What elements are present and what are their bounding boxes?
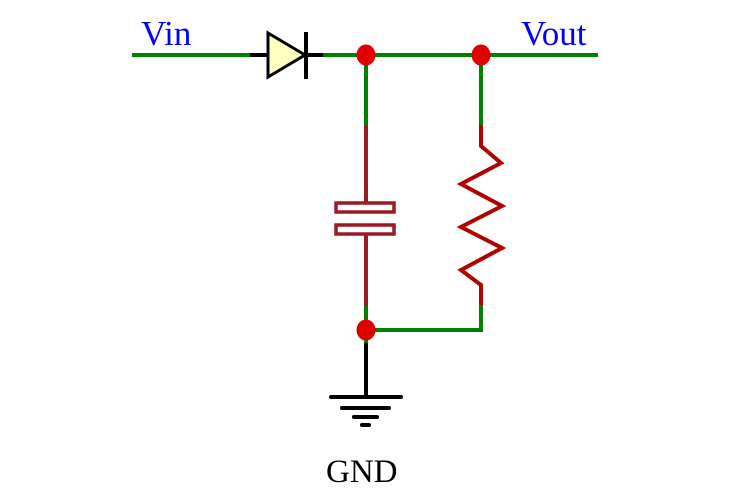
label-vout: Vout xyxy=(521,14,587,53)
capacitor xyxy=(334,125,396,305)
node xyxy=(471,44,491,66)
node xyxy=(356,319,376,341)
label-vin: Vin xyxy=(141,14,191,53)
diode xyxy=(250,30,323,80)
junction-nodes xyxy=(356,44,491,341)
wire-res-bottom xyxy=(366,305,483,332)
label-gnd: GND xyxy=(326,454,398,490)
resistor xyxy=(456,125,507,305)
node xyxy=(356,44,376,66)
ground-symbol xyxy=(329,343,403,427)
